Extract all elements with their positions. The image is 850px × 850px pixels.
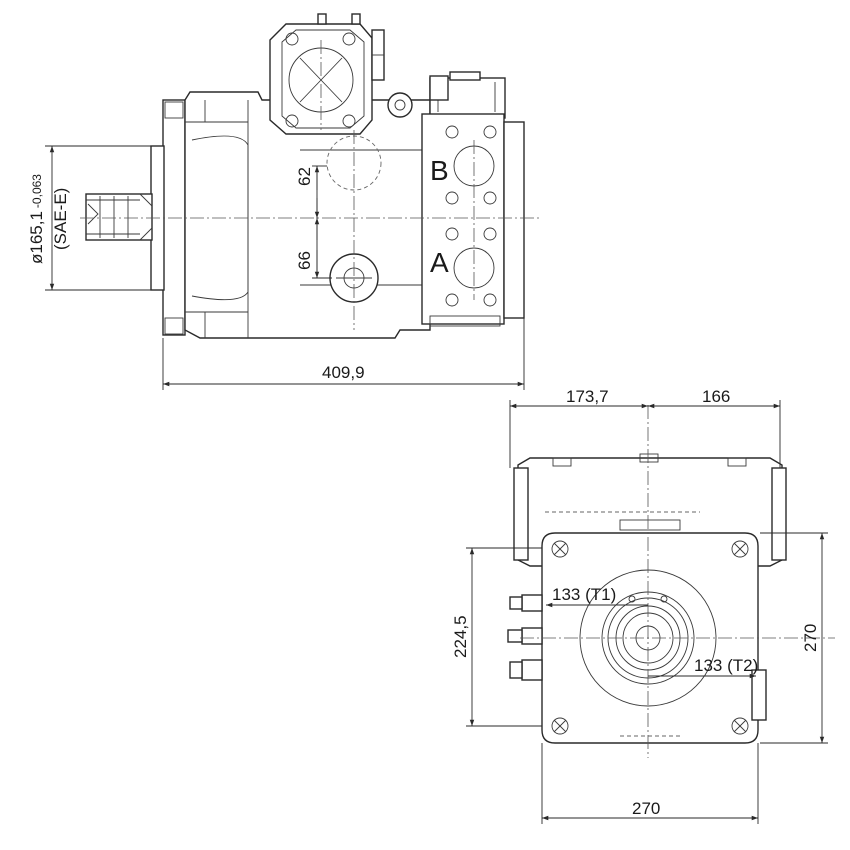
port-b-label: B bbox=[430, 155, 449, 186]
width-left-value: 173,7 bbox=[566, 387, 609, 406]
height-left-value: 224,5 bbox=[451, 615, 470, 658]
front-flange bbox=[541, 532, 759, 744]
port-t2-label: 133 (T2) bbox=[694, 656, 758, 675]
width-bottom-value: 270 bbox=[632, 799, 660, 818]
offset-dimensions: 62 66 bbox=[295, 165, 332, 279]
drain-fittings bbox=[507, 594, 543, 681]
shaft-diameter-dimension: ø165,1-0,063 (SAE-E) bbox=[27, 145, 152, 291]
bottom-width-dimension: 270 bbox=[541, 743, 759, 824]
drive-shaft bbox=[85, 193, 153, 241]
mounting-flange bbox=[162, 99, 186, 336]
overall-length-dimension: 409,9 bbox=[162, 318, 525, 390]
port-a-label: A bbox=[430, 247, 449, 278]
left-height-dimension: 224,5 bbox=[451, 547, 542, 727]
control-compensator bbox=[269, 13, 385, 135]
shaft-standard-label: (SAE-E) bbox=[51, 188, 70, 250]
offset-b-value: 62 bbox=[295, 167, 314, 186]
width-right-value: 166 bbox=[702, 387, 730, 406]
offset-a-value: 66 bbox=[295, 251, 314, 270]
side-view: B A 62 66 ø165,1-0,063 (SAE-E) bbox=[27, 13, 540, 390]
overall-length-value: 409,9 bbox=[322, 363, 365, 382]
solenoid-valve bbox=[387, 71, 506, 119]
drain-port-dimensions: 133 (T1) 133 (T2) bbox=[546, 585, 758, 679]
right-height-dimension: 270 bbox=[760, 532, 828, 744]
shaft-diameter-label: ø165,1-0,063 bbox=[27, 174, 46, 264]
port-block bbox=[421, 113, 525, 327]
front-view: 173,7 166 224,5 270 270 bbox=[451, 387, 835, 824]
port-t1-label: 133 (T1) bbox=[552, 585, 616, 604]
height-right-value: 270 bbox=[801, 624, 820, 652]
top-width-dimensions: 173,7 166 bbox=[509, 387, 781, 468]
